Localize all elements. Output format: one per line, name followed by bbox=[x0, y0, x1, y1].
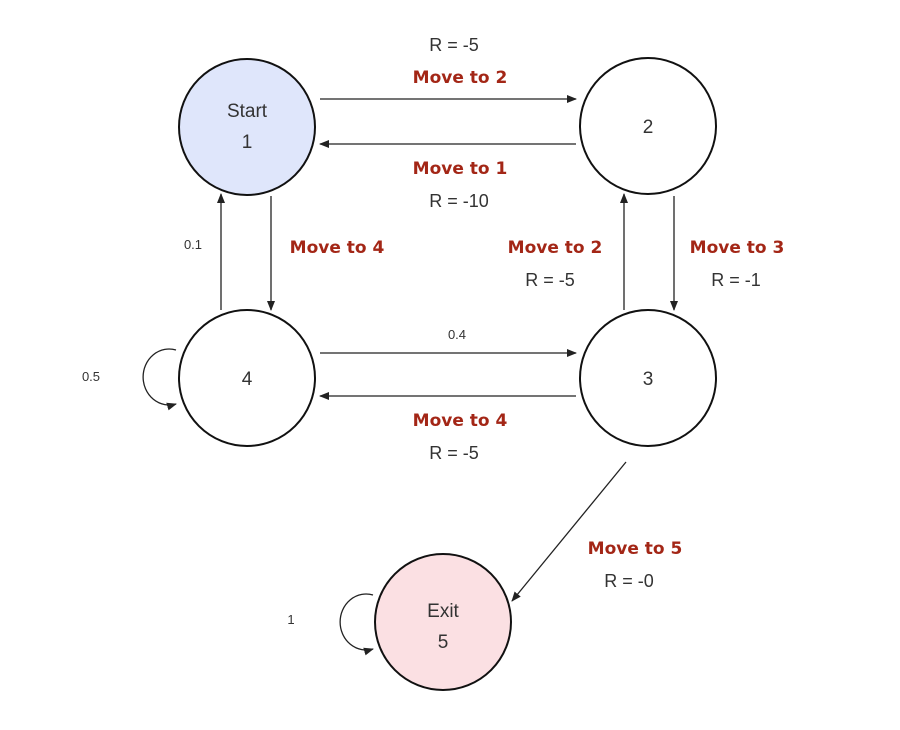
state-circle-5 bbox=[374, 553, 512, 691]
self-loop-4-probability: 0.5 bbox=[82, 369, 100, 384]
edge-2-3-reward: R = -1 bbox=[711, 270, 761, 290]
state-node-2: 2 bbox=[579, 57, 717, 195]
state-1-number: 1 bbox=[242, 132, 253, 153]
state-2-number: 2 bbox=[643, 117, 654, 138]
edge-3-2-action: Move to 2 bbox=[508, 238, 603, 258]
state-4-number: 4 bbox=[242, 369, 253, 390]
state-5-title: Exit bbox=[427, 601, 459, 622]
edge-3-5-action: Move to 5 bbox=[588, 539, 683, 559]
edge-3-2-reward: R = -5 bbox=[525, 270, 575, 290]
edge-3-to-5 bbox=[511, 461, 627, 602]
edge-1-2-reward: R = -5 bbox=[429, 35, 479, 55]
state-node-4: 4 bbox=[178, 309, 316, 447]
edge-2-3-action: Move to 3 bbox=[690, 238, 785, 258]
state-3-number: 3 bbox=[643, 369, 654, 390]
edge-1-2-action: Move to 2 bbox=[413, 68, 508, 88]
edge-2-1-reward: R = -10 bbox=[429, 191, 489, 211]
state-node-3: 3 bbox=[579, 309, 717, 447]
self-loop-5-probability: 1 bbox=[287, 612, 294, 627]
state-5-number: 5 bbox=[438, 632, 449, 653]
edge-2-1-action: Move to 1 bbox=[413, 159, 508, 179]
edge-3-4-reward: R = -5 bbox=[429, 443, 479, 463]
state-node-5: Exit 5 bbox=[374, 553, 512, 691]
state-circle-4 bbox=[178, 309, 316, 447]
self-loop-5 bbox=[339, 593, 374, 656]
edge-3-5-reward: R = -0 bbox=[604, 571, 654, 591]
state-node-1: Start 1 bbox=[178, 58, 316, 196]
edge-4-1-probability: 0.1 bbox=[184, 237, 202, 252]
edge-3-4-action: Move to 4 bbox=[413, 411, 508, 431]
self-loop-4 bbox=[142, 348, 177, 411]
state-circle-2 bbox=[579, 57, 717, 195]
state-1-title: Start bbox=[227, 101, 268, 122]
edge-1-4-action: Move to 4 bbox=[290, 238, 385, 258]
edge-4-3-probability: 0.4 bbox=[448, 327, 466, 342]
state-circle-1 bbox=[178, 58, 316, 196]
state-circle-3 bbox=[579, 309, 717, 447]
